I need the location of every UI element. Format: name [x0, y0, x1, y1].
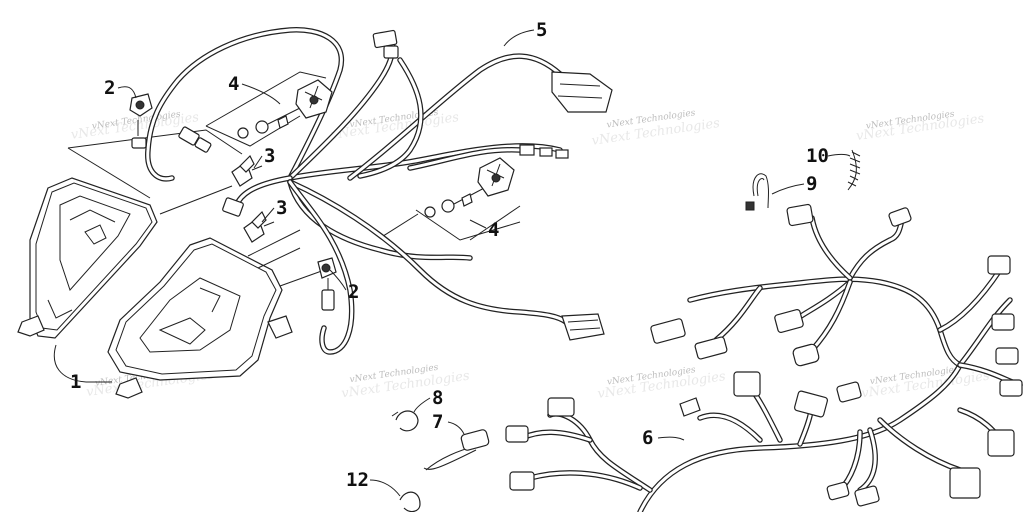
adjusters: [237, 79, 515, 218]
bulbs: [231, 154, 275, 243]
main-harness: [505, 203, 1023, 512]
callout-3-lower: 3: [276, 197, 287, 219]
callout-6: 6: [642, 427, 653, 449]
callouts: 1 2 2 3 3 4 4 5 6 7 8 9 10 12: [70, 19, 851, 497]
headlight-harness: [131, 27, 613, 355]
adjuster-lower: [424, 157, 515, 218]
wire-tie-7: [423, 429, 490, 471]
bulb-lower: [243, 210, 275, 243]
headlight-assembly: [17, 177, 293, 399]
callout-10: 10: [806, 145, 829, 167]
main-connector: [551, 71, 613, 113]
cable-tie-9: [745, 173, 769, 211]
callout-9: 9: [806, 173, 817, 195]
callout-12: 12: [346, 469, 369, 491]
spring-10: [847, 149, 861, 191]
connector: [372, 29, 398, 49]
bulb-upper: [231, 154, 263, 187]
socket-2-upper: [129, 93, 153, 117]
callout-4-lower: 4: [488, 219, 499, 241]
connector-block: [561, 313, 605, 341]
clip-12: [399, 491, 421, 512]
adjuster-upper: [237, 79, 333, 139]
clip-8: [391, 410, 419, 432]
harness-connectors: [505, 203, 1023, 507]
callout-8: 8: [432, 387, 443, 409]
callout-5: 5: [536, 19, 547, 41]
leader-lines: [67, 71, 521, 287]
callout-2-lower: 2: [348, 281, 359, 303]
callout-2-upper: 2: [104, 77, 115, 99]
callout-1: 1: [70, 371, 81, 393]
callout-7: 7: [432, 411, 443, 433]
callout-4-upper: 4: [228, 73, 239, 95]
sockets: [129, 93, 337, 311]
socket-2-lower: [317, 257, 337, 311]
callout-3-upper: 3: [264, 145, 275, 167]
